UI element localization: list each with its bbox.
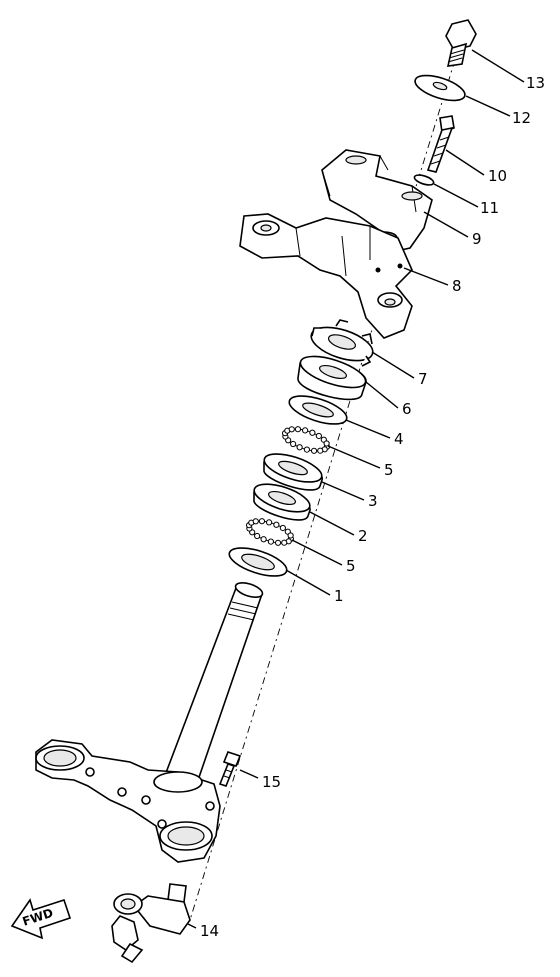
steel-ball — [294, 426, 302, 433]
part-6-cover — [297, 355, 367, 401]
callout-14: 14 — [200, 922, 219, 940]
steering-stem-under-bracket — [35, 582, 264, 863]
callout-11: 11 — [480, 199, 499, 217]
steel-ball — [315, 432, 322, 440]
callout-9: 9 — [472, 230, 482, 248]
callout-6: 6 — [402, 400, 412, 418]
steel-ball — [310, 447, 318, 454]
callout-3: 3 — [368, 492, 378, 510]
callout-2: 2 — [358, 527, 368, 545]
steel-ball — [273, 521, 280, 528]
steel-ball — [296, 444, 303, 451]
part-5-steel-balls-upper — [281, 426, 331, 454]
steel-ball — [303, 446, 310, 453]
steel-ball — [267, 538, 274, 545]
callout-7: 7 — [418, 370, 428, 388]
steel-ball — [323, 440, 330, 447]
part-15-screw — [218, 751, 242, 787]
steel-ball — [254, 532, 261, 540]
callout-10: 10 — [488, 167, 507, 185]
part-9-handlebar-holder — [321, 149, 433, 253]
part-8-upper-bracket — [239, 213, 413, 339]
part-7-ring-nut — [310, 319, 374, 372]
forward-direction-arrow[interactable]: FWD — [10, 898, 72, 940]
steel-ball — [287, 532, 294, 539]
callout-8: 8 — [452, 277, 462, 295]
callout-5-lower: 5 — [346, 557, 356, 575]
part-11-lock-washer — [413, 174, 435, 186]
part-12-washer — [414, 74, 466, 102]
callout-labels: 13 12 10 11 9 8 7 6 4 5 3 2 5 1 15 14 — [200, 74, 545, 940]
part-10-bolt — [426, 115, 455, 173]
leader-lines — [187, 49, 525, 929]
callout-12: 12 — [512, 109, 531, 127]
assembly-axis — [189, 59, 456, 921]
callout-1: 1 — [334, 587, 344, 605]
steel-ball — [274, 539, 282, 546]
steel-ball — [290, 440, 297, 448]
part-5-steel-balls-lower — [245, 518, 295, 546]
steel-ball — [266, 519, 273, 526]
part-2-ball-race — [253, 483, 311, 521]
steel-ball — [317, 447, 324, 454]
callout-5-upper: 5 — [384, 461, 394, 479]
steel-ball — [281, 539, 288, 546]
part-13-bolt — [445, 19, 477, 67]
part-3-ball-race — [263, 453, 323, 491]
part-4-ball-race — [288, 395, 348, 425]
steel-ball — [288, 426, 295, 433]
steel-ball — [309, 429, 316, 436]
callout-4: 4 — [394, 430, 404, 448]
callout-13: 13 — [526, 74, 545, 92]
steel-ball — [260, 536, 267, 543]
steel-ball — [258, 518, 266, 525]
steel-ball — [252, 518, 259, 525]
steel-ball — [279, 524, 286, 532]
callout-15: 15 — [262, 773, 281, 791]
part-1-dust-seal — [228, 547, 288, 577]
steel-ball — [302, 427, 309, 434]
part-14-steering-lock — [111, 883, 191, 964]
